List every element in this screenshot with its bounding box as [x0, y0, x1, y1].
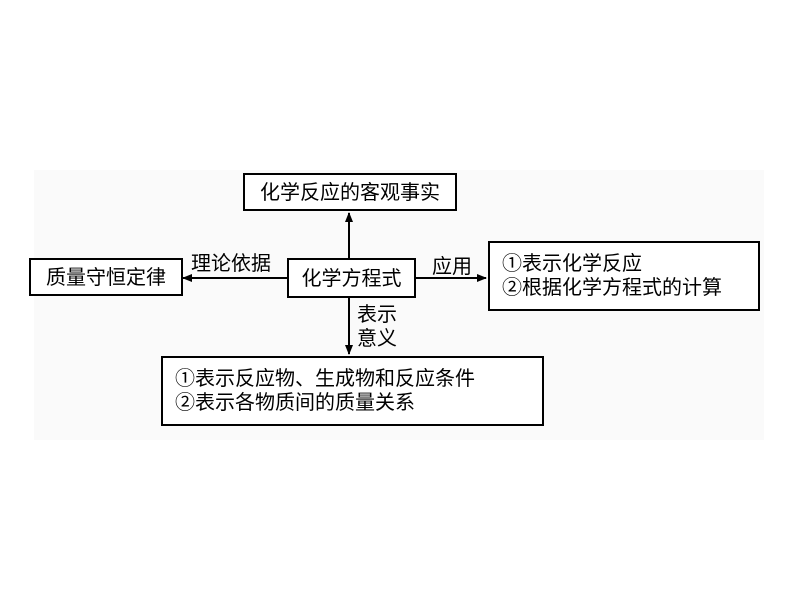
node-center: 化学方程式 [287, 258, 416, 298]
node-right-line-1: ①表示化学反应 [502, 251, 642, 275]
node-left: 质量守恒定律 [29, 258, 183, 296]
node-bottom-line-2: ②表示各物质间的质量关系 [175, 390, 415, 414]
node-right: ①表示化学反应 ②根据化学方程式的计算 [488, 241, 760, 311]
node-left-text: 质量守恒定律 [46, 265, 166, 289]
node-top-text: 化学反应的客观事实 [260, 180, 440, 204]
label-application: 应用 [432, 254, 472, 278]
node-center-text: 化学方程式 [301, 266, 402, 290]
label-meaning: 表示 意义 [357, 302, 397, 350]
node-bottom: ①表示反应物、生成物和反应条件 ②表示各物质间的质量关系 [161, 356, 544, 426]
node-right-line-2: ②根据化学方程式的计算 [502, 275, 722, 299]
node-bottom-line-1: ①表示反应物、生成物和反应条件 [175, 366, 475, 390]
label-meaning-line-2: 意义 [357, 326, 397, 350]
label-theory-basis: 理论依据 [191, 251, 271, 275]
node-top: 化学反应的客观事实 [243, 173, 457, 211]
label-meaning-line-1: 表示 [357, 302, 397, 326]
